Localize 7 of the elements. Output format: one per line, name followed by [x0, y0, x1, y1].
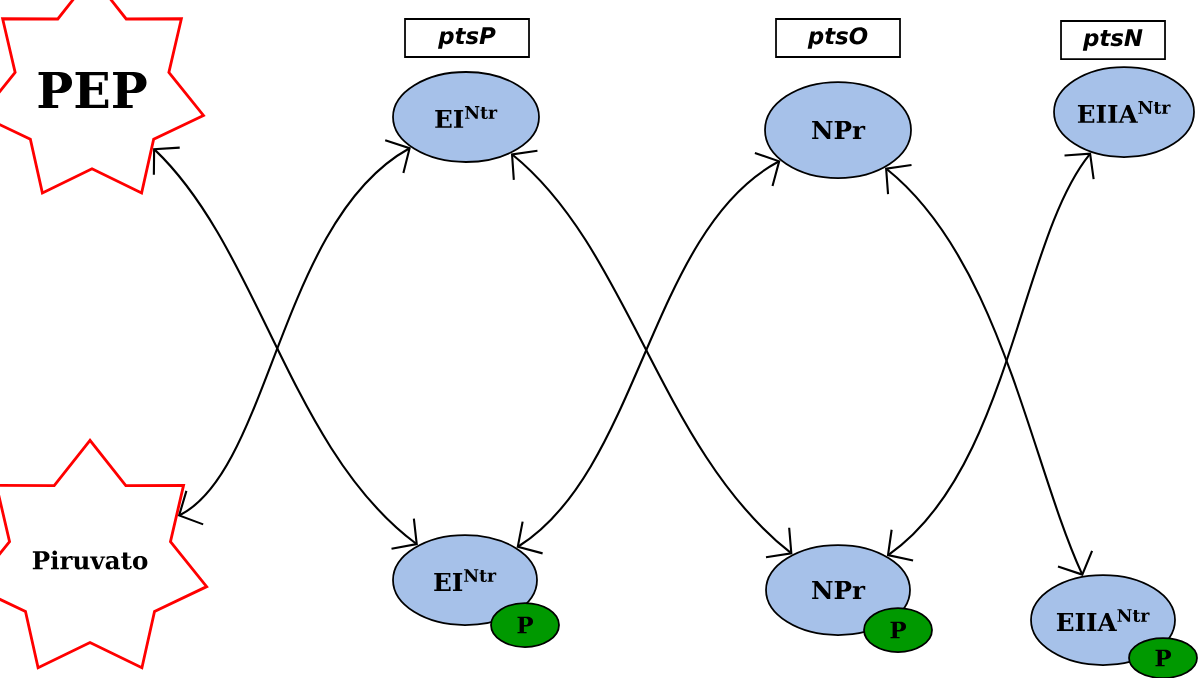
double-arrow — [152, 146, 418, 550]
star-burst: Piruvato — [0, 438, 209, 670]
star-burst: PEP — [0, 0, 206, 196]
gene-label-box: ptsP — [404, 18, 530, 58]
double-arrow — [177, 139, 411, 526]
gene-label-box: ptsN — [1060, 20, 1166, 60]
gene-label-box: ptsO — [775, 18, 901, 58]
